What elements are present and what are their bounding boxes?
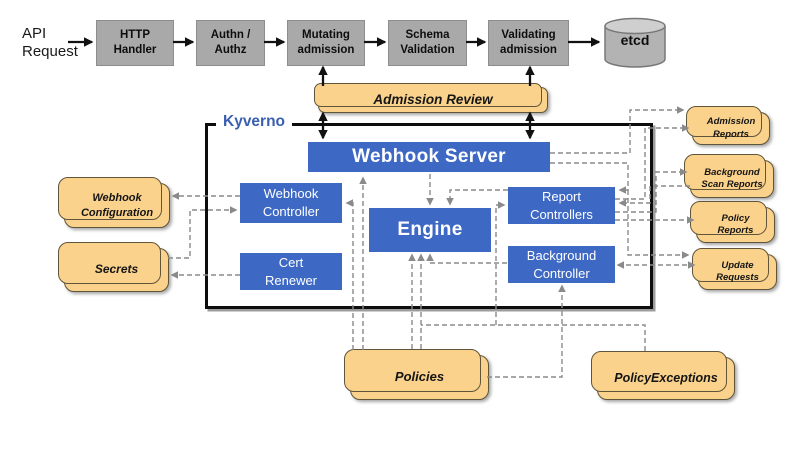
- webhook-configuration-box: Webhook Configuration: [58, 177, 170, 228]
- schema-validation-box: Schema Validation: [388, 20, 467, 66]
- etcd-cylinder: [604, 17, 666, 68]
- etcd-label: etcd: [620, 32, 650, 48]
- cert-renewer-box: Cert Renewer: [240, 253, 342, 290]
- engine-box: Engine: [369, 208, 491, 252]
- policies-box: Policies: [344, 349, 489, 400]
- policy-reports-box: Policy Reports: [690, 201, 775, 243]
- update-requests-box: Update Requests: [692, 248, 777, 290]
- policy-exceptions-box: PolicyExceptions: [591, 351, 735, 400]
- secrets-box: Secrets: [58, 242, 169, 292]
- http-handler-box: HTTP Handler: [96, 20, 174, 66]
- admission-review-box: Admission Review: [314, 83, 548, 113]
- mutating-admission-box: Mutating admission: [287, 20, 365, 66]
- webhook-server-box: Webhook Server: [308, 142, 550, 172]
- background-controller-box: Background Controller: [508, 246, 615, 283]
- webhook-controller-box: Webhook Controller: [240, 183, 342, 223]
- kyverno-label: Kyverno: [216, 113, 293, 131]
- admission-reports-box: Admission Reports: [686, 106, 770, 145]
- authn-authz-box: Authn / Authz: [196, 20, 265, 66]
- background-scan-reports-box: Background Scan Reports: [684, 154, 774, 198]
- api-request-label: API Request: [22, 25, 78, 60]
- report-controllers-box: Report Controllers: [508, 187, 615, 224]
- validating-admission-box: Validating admission: [488, 20, 569, 66]
